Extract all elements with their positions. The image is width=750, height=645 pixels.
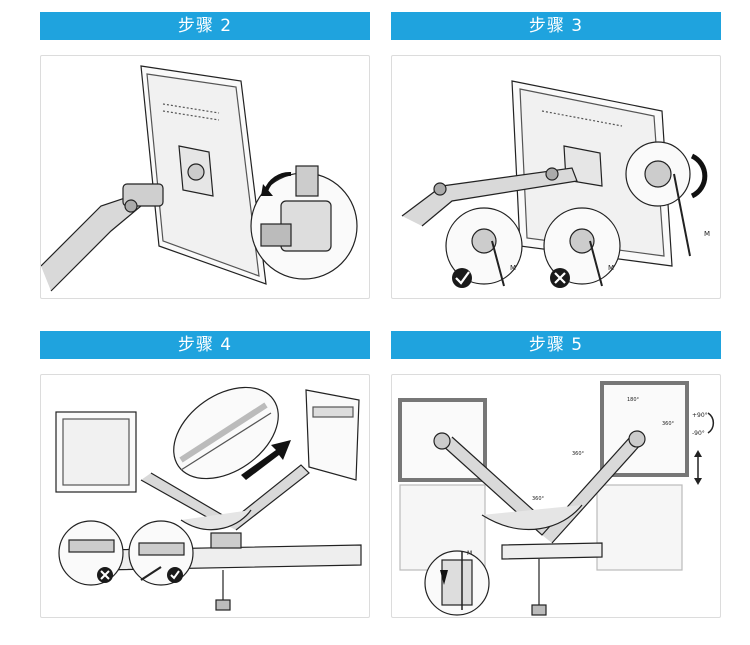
step-4-illustration [40, 374, 370, 618]
step-2-illustration [40, 55, 370, 299]
step-3: 步骤 3 M M M [391, 12, 721, 299]
svg-text:360°: 360° [572, 451, 585, 457]
svg-text:180°: 180° [627, 397, 640, 403]
svg-text:+90°: +90° [692, 412, 708, 419]
step-5: 步骤 5 +90° -90° 360° 360° 360° 180° [391, 331, 721, 618]
svg-text:M: M [608, 264, 614, 272]
svg-text:360°: 360° [662, 421, 675, 427]
svg-text:M: M [704, 230, 710, 238]
step-4-banner: 步骤 4 [40, 331, 370, 359]
step-3-illustration: M M M [391, 55, 721, 299]
step-5-illustration: +90° -90° 360° 360° 360° 180° M [391, 374, 721, 618]
check-icon [452, 268, 472, 288]
step-2-banner: 步骤 2 [40, 12, 370, 40]
step-2: 步骤 2 [40, 12, 370, 299]
arrow-down-icon [440, 570, 448, 585]
svg-text:360°: 360° [532, 496, 545, 502]
step-5-banner: 步骤 5 [391, 331, 721, 359]
step-4: 步骤 4 [40, 331, 370, 618]
svg-text:M: M [510, 264, 516, 272]
step-3-banner: 步骤 3 [391, 12, 721, 40]
svg-text:-90°: -90° [692, 430, 705, 437]
arrow-icon [241, 440, 291, 480]
svg-text:M: M [467, 550, 472, 557]
